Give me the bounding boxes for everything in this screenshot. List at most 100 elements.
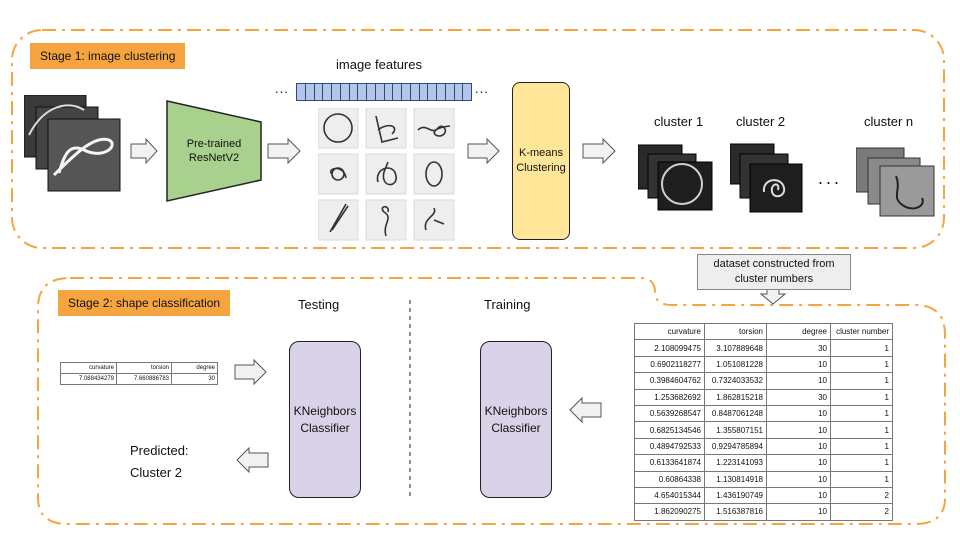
train-cell: 1 bbox=[830, 339, 893, 357]
stage1-border bbox=[11, 29, 945, 249]
knn-test-line2: Classifier bbox=[300, 420, 350, 435]
arrow-knn-to-predicted bbox=[236, 446, 269, 474]
knn-testing-block: KNeighbors Classifier bbox=[289, 341, 361, 498]
clusters-ellipsis: ... bbox=[818, 168, 843, 188]
train-cell: 1.436190749 bbox=[704, 486, 767, 505]
train-cell: 0.6825134546 bbox=[634, 421, 705, 439]
kmeans-block: K-means Clustering bbox=[512, 82, 570, 240]
stage2-label: Stage 2: shape classification bbox=[58, 290, 231, 316]
resnet-line1: Pre-trained bbox=[186, 137, 242, 150]
train-cell: 10 bbox=[766, 437, 831, 456]
train-cell: 0.5639268547 bbox=[634, 404, 705, 423]
train-cell: 1.862090275 bbox=[634, 503, 705, 521]
train-cell: 10 bbox=[766, 404, 831, 423]
features-ellipsis-left: ... bbox=[275, 81, 289, 96]
train-cell: 1 bbox=[830, 421, 893, 439]
train-cell: 1 bbox=[830, 372, 893, 390]
train-cell: 10 bbox=[766, 372, 831, 390]
train-cell: 2 bbox=[830, 503, 893, 521]
cluster-n-images bbox=[856, 147, 935, 217]
predicted-line2: Cluster 2 bbox=[130, 465, 183, 480]
train-cell: 1 bbox=[830, 404, 893, 423]
train-cell: 1.516387816 bbox=[704, 503, 767, 521]
resnet-block: Pre-trained ResNetV2 bbox=[166, 100, 262, 202]
kmeans-line2: Clustering bbox=[516, 162, 566, 174]
arrow-resnet-to-features bbox=[267, 137, 301, 165]
train-cell: 1 bbox=[830, 388, 893, 406]
training-dataset-table: curvature torsion degree cluster number … bbox=[634, 322, 893, 521]
stage2-border bbox=[37, 277, 946, 525]
test-cell: 7.088434279 bbox=[60, 373, 117, 385]
train-cell: 1.130814918 bbox=[704, 470, 767, 488]
testing-title: Testing bbox=[298, 297, 340, 312]
train-cell: 10 bbox=[766, 421, 831, 439]
dataset-callout: dataset constructed from cluster numbers bbox=[697, 254, 851, 290]
kmeans-line1: K-means bbox=[518, 147, 564, 160]
test-header-degree: degree bbox=[171, 362, 218, 374]
cluster-2-label: cluster 2 bbox=[736, 114, 786, 129]
train-cell: 4.654015344 bbox=[634, 486, 705, 505]
cluster-1-label: cluster 1 bbox=[654, 114, 704, 129]
train-cell: 30 bbox=[766, 339, 831, 357]
knn-train-line1: KNeighbors bbox=[484, 404, 548, 419]
train-cell: 0.7324033532 bbox=[704, 372, 767, 390]
predicted-output: Predicted: Cluster 2 bbox=[130, 440, 189, 484]
train-cell: 10 bbox=[766, 470, 831, 488]
train-cell: 2.108099475 bbox=[634, 339, 705, 357]
train-cell: 1.051081228 bbox=[704, 355, 767, 374]
test-header-curvature: curvature bbox=[60, 362, 117, 374]
train-cell: 1.862815218 bbox=[704, 388, 767, 406]
resnet-label: Pre-trained ResNetV2 bbox=[166, 100, 262, 202]
cluster-2-images bbox=[730, 143, 803, 213]
stage1-label: Stage 1: image clustering bbox=[30, 43, 186, 69]
train-cell: 30 bbox=[766, 388, 831, 406]
callout-line2: cluster numbers bbox=[734, 273, 814, 285]
train-cell: 0.3984604762 bbox=[634, 372, 705, 390]
predicted-line1: Predicted: bbox=[130, 443, 189, 458]
train-header-torsion: torsion bbox=[704, 322, 767, 341]
feature-vector-strip bbox=[296, 83, 472, 101]
train-header-degree: degree bbox=[766, 322, 831, 341]
training-title: Training bbox=[484, 297, 531, 312]
train-cell: 1.355807151 bbox=[704, 421, 767, 439]
train-header-curvature: curvature bbox=[634, 322, 705, 341]
train-cell: 10 bbox=[766, 454, 831, 472]
knn-train-line2: Classifier bbox=[491, 420, 541, 435]
arrow-callout-down bbox=[759, 287, 787, 305]
train-cell: 0.8487061248 bbox=[704, 404, 767, 423]
train-cell: 3.107889648 bbox=[704, 339, 767, 357]
train-cell: 1.253682692 bbox=[634, 388, 705, 406]
cluster-1-images bbox=[638, 144, 713, 211]
resnet-shape bbox=[166, 100, 262, 202]
arrow-features-to-kmeans bbox=[467, 137, 500, 165]
train-cell: 2 bbox=[830, 486, 893, 505]
test-input-table: curvature torsion degree 7.088434279 7.6… bbox=[60, 362, 218, 385]
test-cell: 30 bbox=[171, 373, 218, 385]
table-row: 7.088434279 7.660886783 30 bbox=[60, 373, 218, 385]
train-cell: 1.223141093 bbox=[704, 454, 767, 472]
train-cell: 1 bbox=[830, 470, 893, 488]
train-cell: 10 bbox=[766, 503, 831, 521]
resnet-line2: ResNetV2 bbox=[188, 152, 240, 164]
arrow-input-to-resnet bbox=[130, 137, 158, 165]
train-cell: 0.6902118277 bbox=[634, 355, 705, 374]
train-cell: 0.4894792533 bbox=[634, 437, 705, 456]
train-cell: 0.6133641874 bbox=[634, 454, 705, 472]
train-cell: 1 bbox=[830, 355, 893, 374]
callout-line1: dataset constructed from bbox=[713, 258, 835, 271]
test-table-header: curvature torsion degree bbox=[60, 362, 218, 374]
feature-sketch-grid bbox=[318, 108, 455, 241]
train-cell: 1 bbox=[830, 437, 893, 456]
